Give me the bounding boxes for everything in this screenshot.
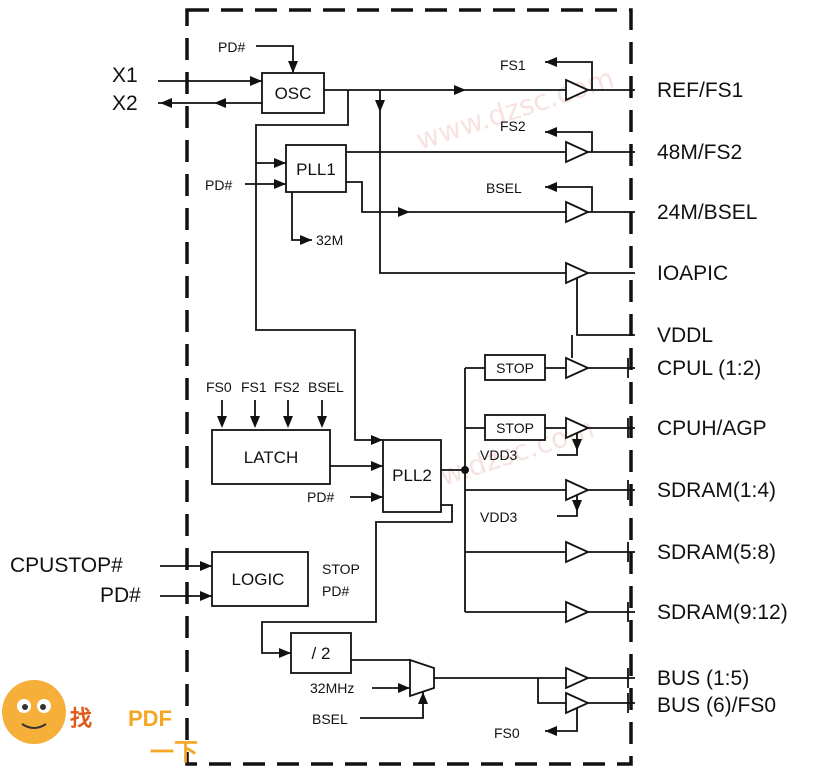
logic-block bbox=[211, 551, 309, 607]
watermark-url-1: www.dzsc.com bbox=[412, 62, 618, 157]
chip-boundary bbox=[185, 8, 633, 766]
cpuh-buffer bbox=[557, 416, 635, 456]
output-ioapic: IOAPIC bbox=[657, 262, 728, 285]
output-sdram2: SDRAM(5:8) bbox=[657, 541, 776, 564]
bus6-buffer bbox=[545, 691, 635, 736]
osc-pd-label: PD# bbox=[218, 39, 245, 55]
pll1-pd-label: PD# bbox=[205, 177, 232, 193]
m24-buffer bbox=[545, 182, 635, 224]
vdd3-label-2: VDD3 bbox=[480, 509, 518, 525]
output-cpul: CPUL (1:2) bbox=[657, 357, 761, 380]
ioapic-buffer bbox=[565, 261, 635, 358]
output-sdram1: SDRAM(1:4) bbox=[657, 479, 776, 502]
site-logo: 找 PDF 一下 bbox=[2, 680, 198, 766]
latch-input-arrows bbox=[217, 400, 327, 428]
output-48m: 48M/FS2 bbox=[657, 141, 742, 164]
output-labels: REF/FS1 48M/FS2 24M/BSEL IOAPIC VDDL CPU… bbox=[657, 79, 788, 717]
div2-block bbox=[290, 632, 352, 674]
sdram1-buffer bbox=[557, 478, 635, 517]
vdd3-label-1: VDD3 bbox=[480, 447, 518, 463]
output-sdram3: SDRAM(9:12) bbox=[657, 601, 788, 624]
svg-text:PDF: PDF bbox=[128, 706, 172, 731]
bsel-feedback-label: BSEL bbox=[486, 180, 522, 196]
svg-text:一下: 一下 bbox=[150, 738, 198, 766]
latch-fs0-label: FS0 bbox=[206, 379, 232, 395]
fs1-feedback-label: FS1 bbox=[500, 57, 526, 73]
bus-fs0-label: FS0 bbox=[494, 725, 520, 741]
sdram2-buffer bbox=[565, 540, 635, 564]
logic-label: LOGIC bbox=[232, 570, 285, 589]
osc-block bbox=[261, 72, 325, 114]
sdram3-buffer bbox=[565, 600, 635, 624]
mux-bsel-label: BSEL bbox=[312, 711, 348, 727]
cpul-buffer bbox=[565, 356, 635, 380]
latch-label: LATCH bbox=[244, 448, 298, 467]
output-bus6: BUS (6)/FS0 bbox=[657, 694, 776, 717]
logic-pd-label: PD# bbox=[322, 583, 349, 599]
pd-main-label: PD# bbox=[100, 584, 141, 607]
fs2-feedback-label: FS2 bbox=[500, 118, 526, 134]
latch-fs2-label: FS2 bbox=[274, 379, 300, 395]
div2-label: / 2 bbox=[312, 644, 331, 663]
output-cpuh: CPUH/AGP bbox=[657, 417, 767, 440]
m48-buffer bbox=[545, 127, 635, 164]
stop-label-cpuh: STOP bbox=[496, 420, 534, 436]
x2-label: X2 bbox=[112, 92, 138, 115]
latch-block bbox=[211, 429, 331, 485]
logic-stop-label: STOP bbox=[322, 561, 360, 577]
x1-label: X1 bbox=[112, 64, 138, 87]
mhz32-label: 32MHz bbox=[310, 680, 354, 696]
pll2-label: PLL2 bbox=[392, 466, 432, 485]
cpustop-label: CPUSTOP# bbox=[10, 554, 123, 577]
latch-fs1-label: FS1 bbox=[241, 379, 267, 395]
pll1-block bbox=[285, 144, 347, 193]
output-bus1: BUS (1:5) bbox=[657, 667, 749, 690]
pll2-block bbox=[382, 439, 442, 513]
ref-buffer bbox=[545, 57, 635, 102]
output-vddl: VDDL bbox=[657, 324, 713, 347]
svg-text:找: 找 bbox=[70, 707, 92, 732]
osc-label: OSC bbox=[275, 84, 312, 103]
output-ref: REF/FS1 bbox=[657, 79, 743, 102]
pll2-pd-label: PD# bbox=[307, 489, 334, 505]
m32-label: 32M bbox=[316, 232, 343, 248]
latch-bsel-label: BSEL bbox=[308, 379, 344, 395]
mux-block bbox=[409, 658, 435, 698]
bus1-buffer bbox=[565, 666, 635, 690]
stop-label-cpul: STOP bbox=[496, 360, 534, 376]
pll1-label: PLL1 bbox=[296, 160, 336, 179]
output-24m: 24M/BSEL bbox=[657, 201, 757, 224]
